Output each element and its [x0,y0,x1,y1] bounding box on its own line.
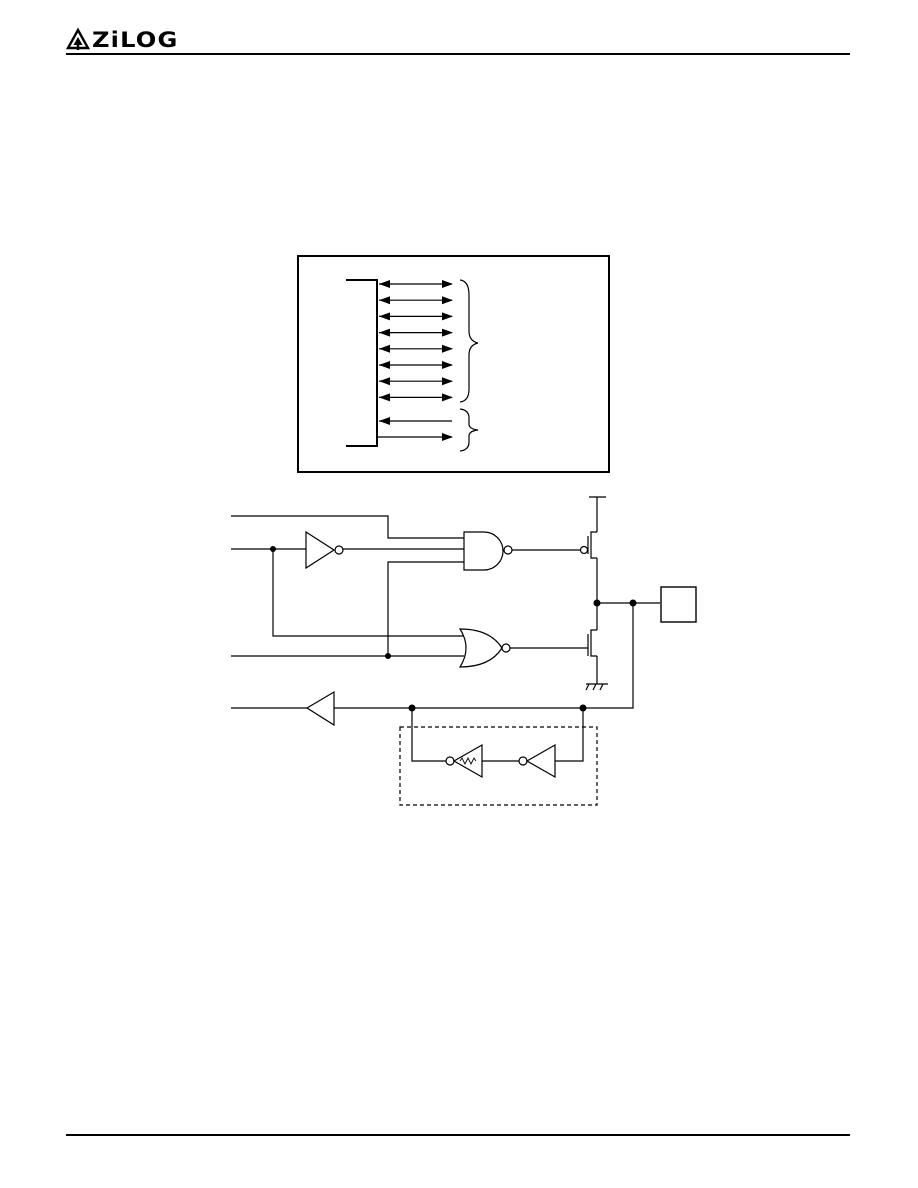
nand-gate [463,531,504,571]
footer-rule [66,1134,850,1136]
arrowhead-left [379,361,390,369]
header-rule [66,53,850,55]
port-io-circuit [228,492,703,808]
port-io-diagram [297,255,610,473]
arrowhead-right [442,393,453,402]
zilog-logo: ZiLOG [65,27,177,52]
arrowhead-right [442,377,453,386]
junction-dot [270,546,276,552]
nor-gate [458,628,503,668]
port-diagram-border [297,255,610,473]
inverter-bubble [334,545,344,555]
port-io-diagram-svg [297,255,610,473]
arrowhead-left [379,417,390,425]
arrowhead-left [379,280,390,288]
pmos-channel [590,531,597,559]
arrowhead-right [442,328,453,337]
handshake-lines-brace [459,408,479,452]
arrowhead-right [442,361,453,369]
ground-hatch [592,683,597,691]
arrowhead-left [379,344,390,353]
input-buffer [305,690,335,727]
junction-dot [385,653,391,659]
logo-wordmark: ZiLOG [92,28,179,52]
nmos-channel [590,629,597,657]
arrowhead-left [379,312,390,321]
wire-latch-right [555,708,584,762]
wire-latch-left [411,708,446,762]
wire-pad-feedback [583,603,634,709]
nand-bubble [503,545,513,555]
io-pad [660,586,697,623]
port-io-circuit-svg [231,496,697,806]
port-bus-bracket [346,279,378,447]
arrowhead-right [442,296,453,305]
weak-resistor-symbol [459,756,477,766]
latch-dashed-box [399,726,598,806]
wire-branch-to-nor [272,549,464,637]
zilog-logo-icon [65,27,91,50]
control-lines [377,417,453,441]
junction-dot [593,599,601,607]
page-header: ZiLOG [65,26,850,58]
weak-inverter [452,743,483,779]
arrowhead-left [379,377,390,386]
pmos-gate-bubble [579,545,589,555]
bidirectional-lines [379,280,453,402]
nor-bubble [501,643,511,653]
wire-nor-to-nand [387,561,464,656]
ground-hatch [585,683,590,691]
wire-in-top [231,515,464,539]
arrowhead-right [442,433,453,441]
data-lines-brace [459,279,479,403]
ground-hatch [599,683,604,691]
arrowhead-left [379,328,390,337]
arrowhead-left [379,296,390,305]
arrowhead-right [442,280,453,288]
inverter-gate [305,530,336,570]
arrowhead-right [442,312,453,321]
arrowhead-right [442,344,453,353]
arrowhead-left [379,393,390,402]
latch-inverter [525,743,556,779]
